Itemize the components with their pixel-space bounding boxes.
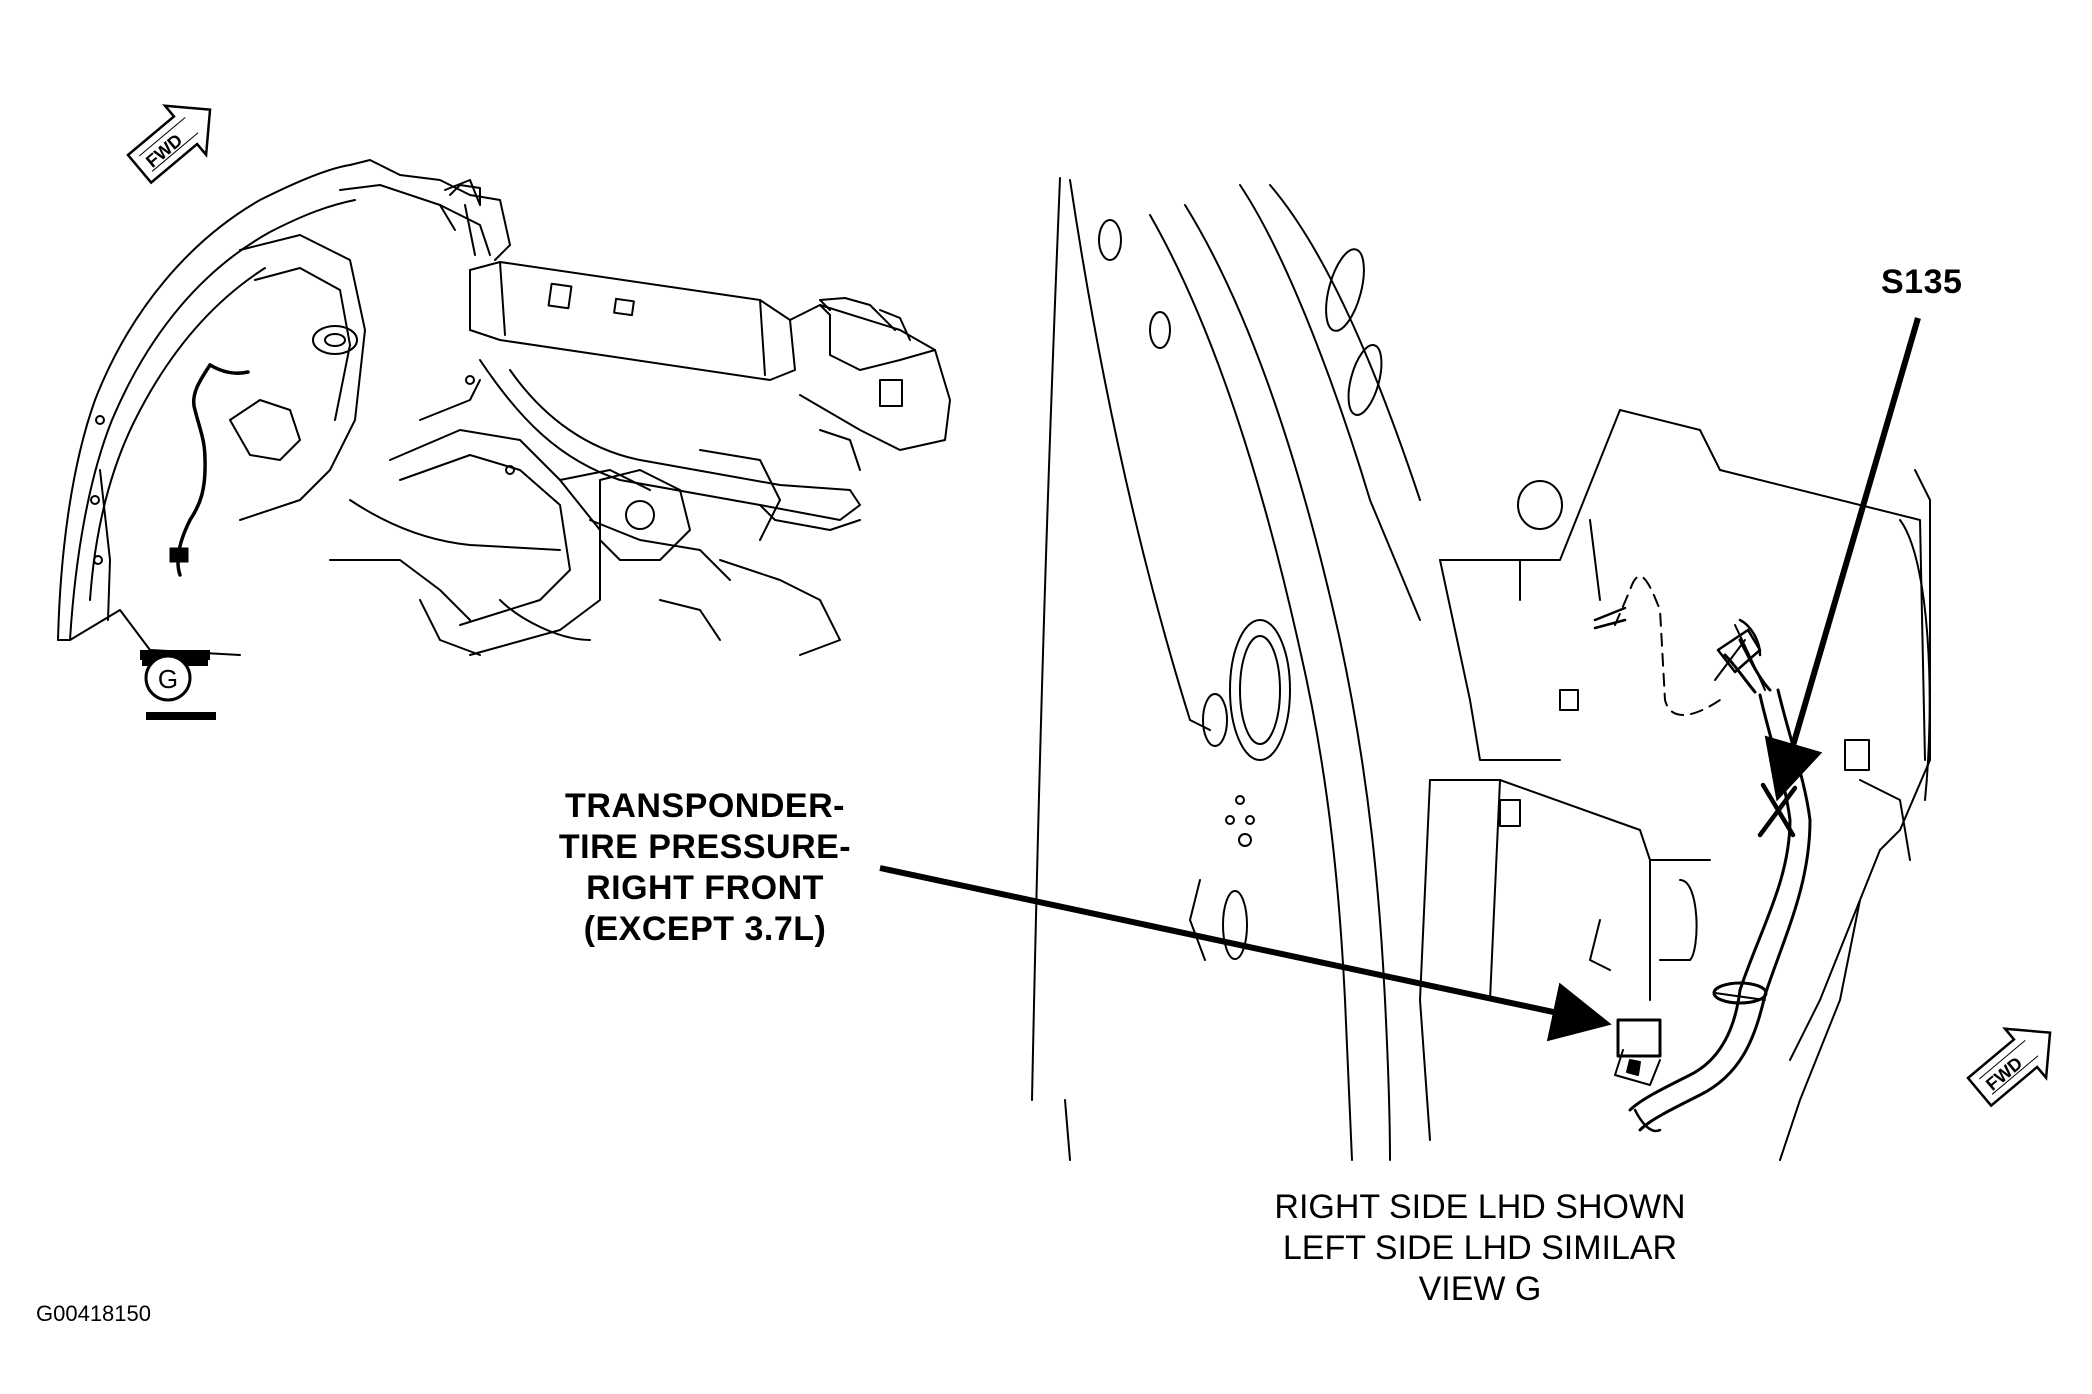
caption-line: RIGHT SIDE LHD SHOWN (1274, 1188, 1686, 1226)
callout-line: RIGHT FRONT (586, 869, 824, 907)
fwd-arrow-icon: FWD (126, 104, 212, 185)
fwd-arrow-icon-right: FWD (1966, 1027, 2052, 1108)
figure-id: G00418150 (36, 1301, 151, 1326)
closeup-view-drawing (1031, 177, 1931, 1161)
callout-line: (EXCEPT 3.7L) (583, 910, 827, 948)
view-g-marker: G (140, 650, 216, 720)
vehicle-overview-drawing (57, 159, 951, 656)
view-g-letter: G (158, 664, 178, 694)
callout-line: TRANSPONDER- (565, 787, 845, 825)
transponder-callout: TRANSPONDER- TIRE PRESSURE- RIGHT FRONT … (545, 786, 865, 950)
callout-line: TIRE PRESSURE- (558, 828, 852, 866)
s135-leader-arrow (1764, 317, 1921, 802)
transponder-leader-arrow (879, 865, 1612, 1042)
view-caption: RIGHT SIDE LHD SHOWN LEFT SIDE LHD SIMIL… (1235, 1187, 1725, 1310)
caption-line: LEFT SIDE LHD SIMILAR (1282, 1229, 1678, 1267)
caption-line: VIEW G (1418, 1270, 1542, 1308)
splice-callout-label: S135 (1881, 263, 1963, 301)
